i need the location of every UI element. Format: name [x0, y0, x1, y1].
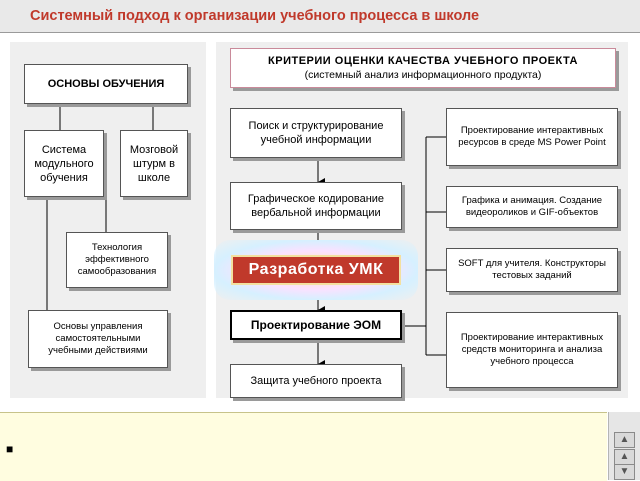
notes-pane[interactable]: [0, 412, 607, 481]
scroll-down-icon[interactable]: ▼: [614, 464, 635, 480]
graphic-coding-box: Графическое кодирование вербальной инфор…: [230, 182, 402, 230]
brainstorm-label: Мозговой штурм в школе: [129, 143, 179, 184]
eom-design-box: Проектирование ЭОМ: [230, 310, 402, 340]
umk-box: Разработка УМК: [231, 255, 401, 285]
umk-label: Разработка УМК: [248, 261, 384, 278]
bullet-icon: ■: [6, 442, 14, 456]
monitoring-tools-box: Проектирование интерактивных средств мон…: [446, 312, 618, 388]
notes-scrollbar[interactable]: ▲ ▲ ▼: [608, 412, 640, 480]
teacher-soft-box: SOFT для учителя. Конструкторы тестовых …: [446, 248, 618, 292]
search-structuring-label: Поиск и структурирование учебной информа…: [248, 120, 384, 146]
self-management-label: Основы управления самостоятельными учебн…: [48, 321, 148, 356]
foundations-label: ОСНОВЫ ОБУЧЕНИЯ: [47, 78, 165, 90]
foundations-box: ОСНОВЫ ОБУЧЕНИЯ: [24, 64, 188, 104]
modular-learning-box: Система модульного обучения: [24, 130, 104, 197]
project-defense-box: Защита учебного проекта: [230, 364, 402, 398]
criteria-subtitle: (системный анализ информационного продук…: [304, 69, 542, 81]
graphics-animation-box: Графика и анимация. Создание видеоролико…: [446, 186, 618, 228]
scroll-up-icon[interactable]: ▲: [614, 432, 635, 448]
power-point-box: Проектирование интерактивных ресурсов в …: [446, 108, 618, 166]
graphics-animation-label: Графика и анимация. Создание видеоролико…: [461, 195, 603, 218]
brainstorm-box: Мозговой штурм в школе: [120, 130, 188, 197]
monitoring-tools-label: Проектирование интерактивных средств мон…: [460, 332, 604, 367]
self-education-box: Технология эффективного самообразования: [66, 232, 168, 288]
graphic-coding-label: Графическое кодирование вербальной инфор…: [247, 193, 385, 219]
criteria-box: КРИТЕРИИ ОЦЕНКИ КАЧЕСТВА УЧЕБНОГО ПРОЕКТ…: [230, 48, 616, 88]
modular-learning-label: Система модульного обучения: [34, 143, 94, 184]
self-management-box: Основы управления самостоятельными учебн…: [28, 310, 168, 368]
eom-design-label: Проектирование ЭОМ: [250, 318, 382, 332]
slide-title: Системный подход к организации учебного …: [30, 8, 480, 24]
title-bar: Системный подход к организации учебного …: [0, 0, 640, 33]
search-structuring-box: Поиск и структурирование учебной информа…: [230, 108, 402, 158]
power-point-label: Проектирование интерактивных ресурсов в …: [458, 125, 606, 148]
teacher-soft-label: SOFT для учителя. Конструкторы тестовых …: [458, 258, 606, 281]
scroll-up-small-icon[interactable]: ▲: [614, 449, 635, 465]
project-defense-label: Защита учебного проекта: [250, 375, 382, 387]
criteria-title: КРИТЕРИИ ОЦЕНКИ КАЧЕСТВА УЧЕБНОГО ПРОЕКТ…: [268, 55, 578, 67]
self-education-label: Технология эффективного самообразования: [77, 242, 157, 277]
